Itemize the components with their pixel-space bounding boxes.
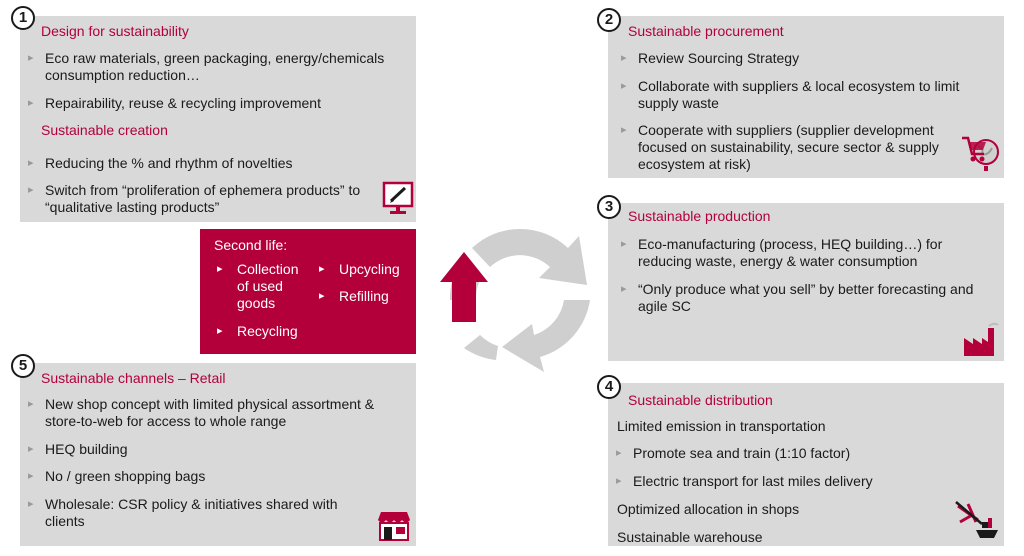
distribution-panel [608,383,1004,546]
step-number-4: 4 [597,375,621,399]
creation-bullet-2: Switch from “proliferation of ephemera p… [28,182,365,216]
globe-cart-icon [962,136,999,171]
distribution-line-emission: Limited emission in transportation [617,418,826,434]
design-bullet-2: Repairability, reuse & recycling improve… [28,95,407,112]
second-life-title: Second life: [214,237,288,253]
design-title: Design for sustainability [41,23,189,39]
distribution-title: Sustainable distribution [628,392,773,408]
creation-bullet-1: Reducing the % and rhythm of novelties [28,155,407,172]
procurement-bullet-1: Review Sourcing Strategy [621,50,994,67]
procurement-bullet-2: Collaborate with suppliers & local ecosy… [621,78,994,112]
cycle-arrows-graphic [440,228,590,372]
step-number-3: 3 [597,195,621,219]
distribution-line-allocation: Optimized allocation in shops [617,501,800,517]
distribution-bullet-2: Electric transport for last miles delive… [616,473,963,490]
creation-title: Sustainable creation [41,122,168,138]
step-number-2: 2 [597,8,621,32]
distribution-bullet-1: Promote sea and train (1:10 factor) [616,445,963,462]
distribution-line-warehouse: Sustainable warehouse [617,529,763,545]
channels-bullet-3: No / green shopping bags [28,468,407,485]
channels-title: Sustainable channels – Retail [41,370,226,386]
factory-icon [964,322,999,356]
channels-bullet-1: New shop concept with limited physical a… [28,396,407,430]
design-monitor-icon [382,181,414,214]
production-bullet-2: “Only produce what you sell” by better f… [621,281,994,315]
channels-bullet-2: HEQ building [28,441,407,458]
procurement-title: Sustainable procurement [628,23,784,39]
procurement-bullet-3: Cooperate with suppliers (supplier devel… [621,122,960,173]
shop-icon [378,512,410,541]
production-bullet-1: Eco-manufacturing (process, HEQ building… [621,236,994,270]
step-number-1: 1 [11,6,35,30]
step-number-5: 5 [11,354,35,378]
channels-bullet-4: Wholesale: CSR policy & initiatives shar… [28,496,365,530]
second-life-item-refilling: Refilling [319,288,389,305]
second-life-item-recycling: Recycling [217,323,298,340]
production-title: Sustainable production [628,208,771,224]
design-bullet-1: Eco raw materials, green packaging, ener… [28,50,407,84]
second-life-item-collection: Collection of used goods [217,261,309,312]
second-life-item-upcycling: Upcycling [319,261,400,278]
plane-ship-icon [955,501,998,538]
